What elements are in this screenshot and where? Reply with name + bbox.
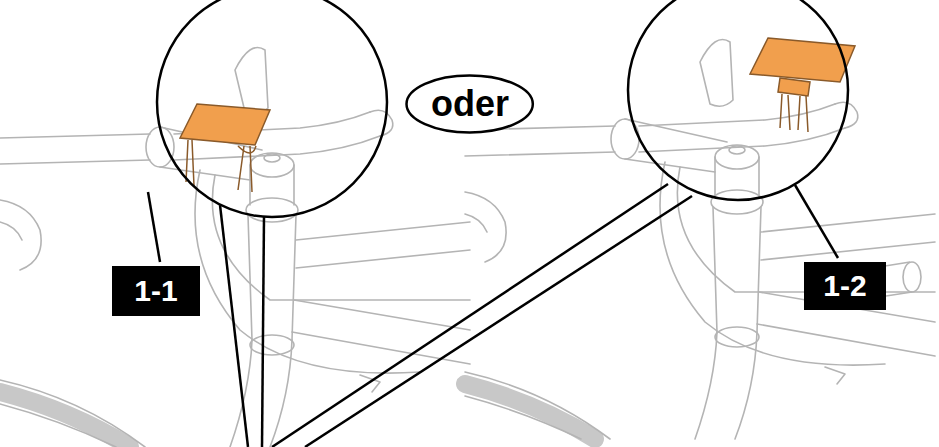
mount-bracket-left — [180, 104, 270, 192]
node-text: oder — [431, 86, 509, 122]
mount-bracket-right — [750, 38, 855, 132]
or-ellipse: oder — [405, 74, 534, 134]
node-text: 1-1 — [134, 276, 177, 306]
node-text: 1-2 — [823, 271, 866, 301]
callout-number: 1-2 — [804, 262, 886, 310]
ellipse-shape — [407, 76, 533, 133]
callout-number: 1-1 — [112, 266, 200, 316]
detail-circle-left — [157, 0, 387, 217]
detail-circle-right — [628, 0, 848, 200]
pointer-lines — [148, 184, 838, 447]
bike-front-right — [465, 40, 935, 440]
